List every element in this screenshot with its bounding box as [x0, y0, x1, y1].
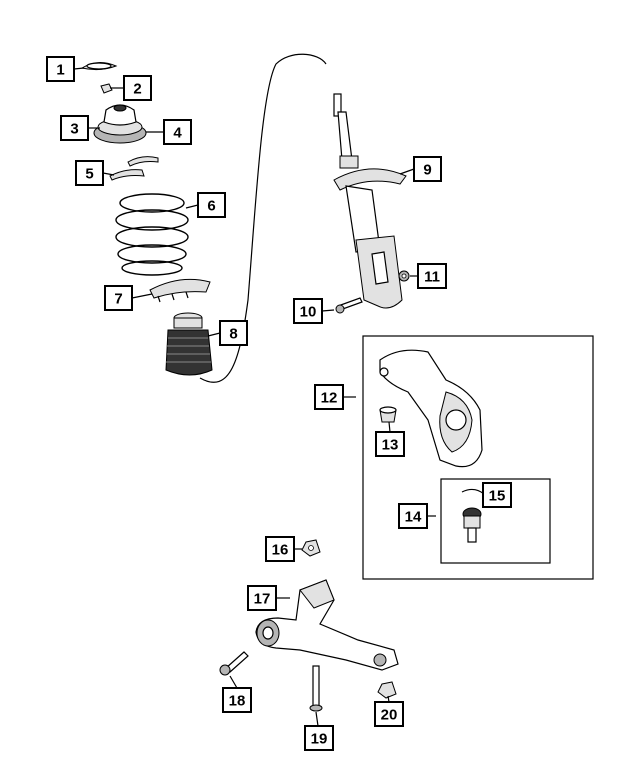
part-11-nut [398, 270, 410, 282]
part-9-strut [333, 93, 407, 309]
callout-18-label: 18 [229, 693, 246, 710]
callout-1-label: 1 [56, 62, 64, 79]
leader-lines [73, 67, 436, 727]
callout-11-label: 11 [424, 269, 440, 286]
part-7-lower-spring-seat [149, 278, 211, 303]
part-5-spring-isolator [109, 156, 159, 181]
callout-14: 14 [398, 503, 428, 529]
part-18-bolt [219, 651, 249, 676]
part-2-nut [100, 83, 113, 94]
callout-20: 20 [374, 701, 404, 727]
part-1-mount-cap [80, 62, 118, 71]
callout-19: 19 [304, 725, 334, 751]
callout-11: 11 [417, 263, 447, 289]
callout-12: 12 [314, 384, 344, 410]
callout-18: 18 [222, 687, 252, 713]
callout-2-label: 2 [133, 81, 141, 98]
part-14-ball-joint [462, 507, 482, 543]
part-6-coil-spring [115, 193, 189, 276]
callout-14-label: 14 [405, 509, 422, 526]
part-16-nut [301, 539, 321, 557]
part-10-bolt [335, 297, 363, 314]
part-13-bushing [379, 406, 397, 423]
callout-7: 7 [104, 285, 133, 311]
callout-6: 6 [197, 192, 226, 218]
callout-4: 4 [163, 119, 192, 145]
callout-3: 3 [60, 115, 89, 141]
part-20-nut [377, 681, 397, 699]
part-3-4-strut-mount [93, 104, 147, 144]
callout-20-label: 20 [381, 707, 398, 724]
callout-2: 2 [123, 75, 152, 101]
part-19-bolt [309, 665, 323, 712]
callout-4-label: 4 [173, 125, 182, 142]
callout-5: 5 [75, 160, 104, 186]
callout-19-label: 19 [311, 731, 328, 748]
callout-3-label: 3 [70, 121, 78, 138]
callout-1: 1 [46, 56, 75, 82]
knuckle-group-box [362, 335, 594, 580]
callout-5-label: 5 [85, 166, 93, 183]
callout-12-label: 12 [321, 390, 338, 407]
callout-17: 17 [247, 585, 277, 611]
callout-10: 10 [293, 298, 323, 324]
callout-13: 13 [375, 431, 405, 457]
callout-9: 9 [413, 156, 442, 182]
callout-15-label: 15 [489, 488, 506, 505]
callout-10-label: 10 [300, 304, 317, 321]
part-8-dust-boot [165, 312, 213, 376]
callout-7-label: 7 [114, 291, 122, 308]
part-15-clip [461, 488, 485, 495]
callout-8: 8 [219, 320, 248, 346]
part-17-control-arm [255, 579, 399, 671]
callout-13-label: 13 [382, 437, 399, 454]
assembly-bracket-line [199, 53, 327, 383]
callout-16: 16 [265, 536, 295, 562]
callout-17-label: 17 [254, 591, 271, 608]
callout-6-label: 6 [207, 198, 215, 215]
callout-16-label: 16 [272, 542, 289, 559]
callout-9-label: 9 [423, 162, 431, 179]
callout-15: 15 [482, 482, 512, 508]
ball-joint-group-box [440, 478, 551, 564]
callout-8-label: 8 [229, 326, 237, 343]
part-12-knuckle [379, 349, 483, 468]
